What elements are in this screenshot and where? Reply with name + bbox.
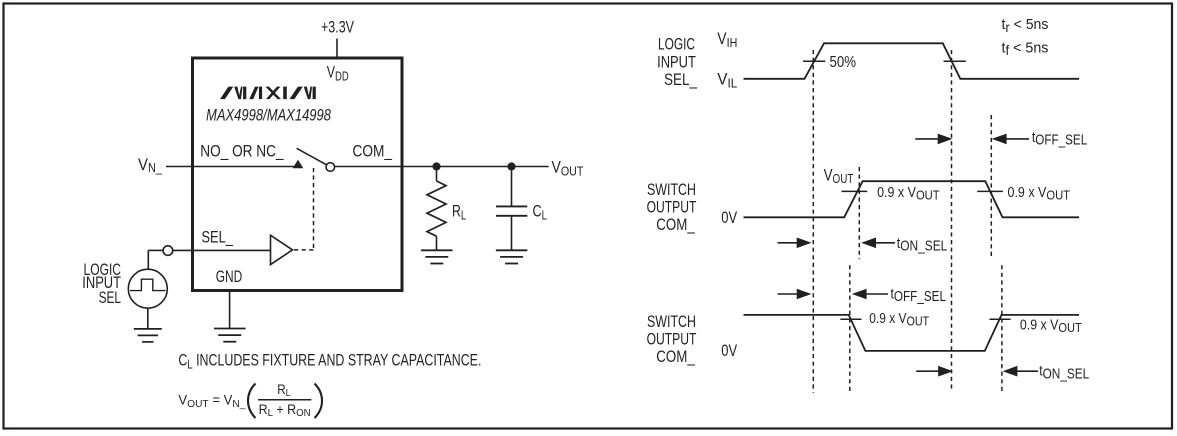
- svg-text:RL: RL: [277, 382, 291, 399]
- svg-text:SEL_: SEL_: [664, 70, 697, 89]
- svg-text:INPUT: INPUT: [657, 52, 696, 71]
- svg-text:0.9 x VOUT: 0.9 x VOUT: [1020, 317, 1082, 335]
- svg-text:tOFF_SEL: tOFF_SEL: [891, 286, 947, 306]
- svg-text:COM_: COM_: [353, 142, 393, 161]
- svg-text:0V: 0V: [721, 208, 737, 227]
- svg-text:OUTPUT: OUTPUT: [647, 198, 697, 217]
- svg-text:tON_SEL: tON_SEL: [897, 235, 948, 255]
- svg-text:0.9 x VOUT: 0.9 x VOUT: [877, 185, 940, 203]
- svg-text:VIL: VIL: [717, 69, 737, 90]
- svg-text:VN_: VN_: [138, 155, 163, 175]
- svg-text:CL: CL: [533, 202, 548, 223]
- svg-text:CL INCLUDES FIXTURE AND STRAY: CL INCLUDES FIXTURE AND STRAY CAPACITANC…: [178, 351, 481, 372]
- svg-text:tf < 5ns: tf < 5ns: [1002, 39, 1049, 58]
- svg-text:tr < 5ns: tr < 5ns: [1002, 16, 1049, 35]
- svg-text:tOFF_SEL: tOFF_SEL: [1032, 129, 1087, 149]
- svg-text:RL + RON: RL + RON: [259, 402, 311, 419]
- svg-text:0.9 x VOUT: 0.9 x VOUT: [1008, 185, 1071, 203]
- svg-text:SWITCH: SWITCH: [647, 180, 696, 199]
- svg-text:SWITCH: SWITCH: [647, 312, 696, 331]
- svg-text:SEL_: SEL_: [202, 227, 234, 246]
- svg-text:50%: 50%: [830, 54, 857, 71]
- svg-text:RL: RL: [452, 202, 466, 223]
- svg-text:MAX4998/MAX14998: MAX4998/MAX14998: [206, 107, 332, 125]
- svg-text:tON_SEL: tON_SEL: [1039, 363, 1089, 383]
- svg-text:COM_: COM_: [656, 215, 695, 234]
- svg-text:LOGIC: LOGIC: [84, 260, 122, 279]
- svg-text:VOUT: VOUT: [824, 166, 854, 186]
- svg-text:OUTPUT: OUTPUT: [647, 330, 697, 349]
- svg-text:GND: GND: [216, 267, 243, 286]
- svg-text:+3.3V: +3.3V: [321, 18, 354, 37]
- svg-text:SEL: SEL: [99, 288, 121, 307]
- svg-text:NO_ OR NC_: NO_ OR NC_: [200, 142, 284, 161]
- svg-text:VDD: VDD: [327, 63, 349, 84]
- svg-text:COM_: COM_: [656, 347, 695, 366]
- svg-text:VIH: VIH: [717, 29, 737, 50]
- svg-text:VOUT: VOUT: [552, 157, 584, 178]
- svg-text:0.9 x VOUT: 0.9 x VOUT: [869, 311, 929, 329]
- svg-text:VOUT = VN_: VOUT = VN_: [178, 393, 245, 410]
- svg-text:INPUT: INPUT: [82, 273, 121, 292]
- svg-text:0V: 0V: [721, 341, 737, 360]
- svg-text:LOGIC: LOGIC: [658, 35, 695, 54]
